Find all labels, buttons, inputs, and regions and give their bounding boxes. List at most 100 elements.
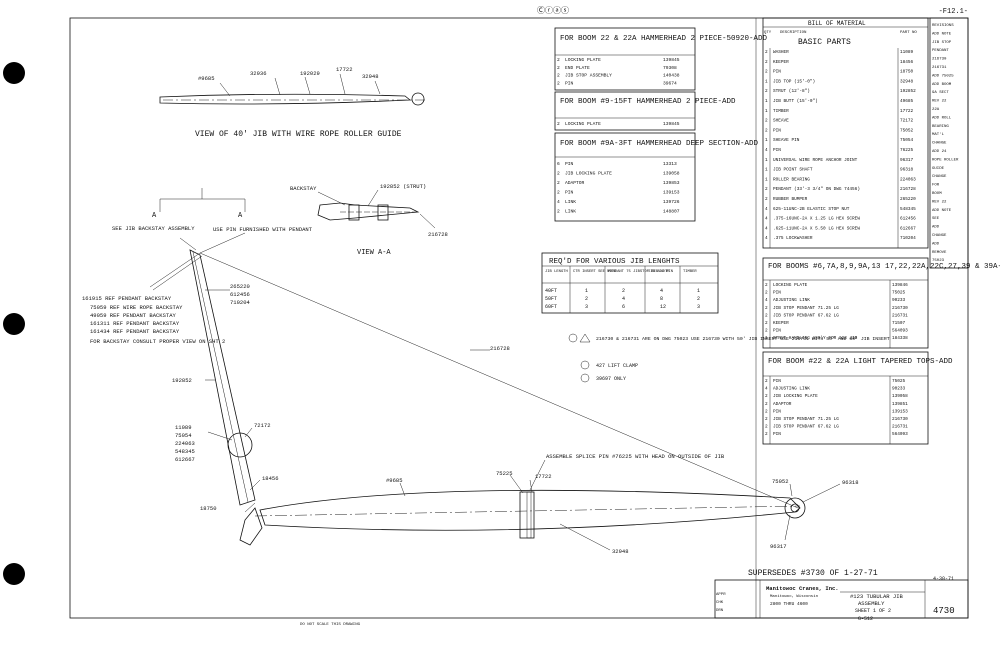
basic-row-partno: 192852 xyxy=(900,89,916,94)
drawing-line xyxy=(374,80,381,95)
drawing-label: 75054 xyxy=(175,432,192,439)
drawing-line xyxy=(219,82,231,97)
basic-row-desc: KEEPER xyxy=(773,60,789,65)
drawing-line xyxy=(207,431,233,441)
drawing-line xyxy=(239,507,263,546)
boom22-row-desc: LOCKING PLATE xyxy=(565,57,601,63)
drawing-line xyxy=(762,351,929,445)
basic-row-partno: 612667 xyxy=(900,226,916,231)
boom9a-row-qty: 4 xyxy=(557,199,560,205)
basic-row-partno: 49685 xyxy=(900,99,914,104)
drawing-label: 32948 xyxy=(362,73,379,80)
revision-line: BEARING xyxy=(932,125,949,129)
boom9a-row-qty: 6 xyxy=(557,161,560,167)
basic-row-partno: 216728 xyxy=(900,187,916,192)
drawing-line xyxy=(526,491,532,539)
revision-line: PENDANT xyxy=(932,49,949,53)
boom22-row-qty: 2 xyxy=(557,80,560,86)
boom22-row-desc: PIN xyxy=(565,80,574,86)
basic-row-qty: 1 xyxy=(765,158,768,163)
drawing-label: BILL OF MATERIAL xyxy=(808,20,866,27)
boom6-row-qty: 2 xyxy=(765,306,768,311)
basic-row-desc: 625-11UNC-2B ELASTIC STOP NUT xyxy=(773,207,850,212)
revision-line: CHANGE xyxy=(932,175,947,179)
drawing-line xyxy=(529,459,546,491)
basic-row-qty: 1 xyxy=(765,109,768,114)
boom6-row-partno: 216730 xyxy=(892,306,908,311)
drawing-label: ASSEMBLE SPLICE PIN #76225 WITH HEAD ON … xyxy=(546,453,725,460)
revision-line: MAT'L xyxy=(932,132,945,137)
boom22b-row-desc: PIN xyxy=(773,409,781,414)
revision-line: FOR xyxy=(932,184,940,188)
boom22-row-partno: 39674 xyxy=(663,80,677,86)
boom9-row-qty: 2 xyxy=(557,121,560,127)
basic-row-partno: 96318 xyxy=(900,168,914,173)
drawing-line xyxy=(762,257,929,349)
boom22-row-qty: 2 xyxy=(557,57,560,63)
drawing-line xyxy=(192,251,249,503)
drawing-line xyxy=(579,333,591,343)
boom22-row-partno: 139845 xyxy=(663,57,680,63)
drawing-label: 32948 xyxy=(612,548,629,555)
boom9a-row-qty: 2 xyxy=(557,171,560,177)
boom6-row-desc: JIB STOP PENDANT 67.62 LG xyxy=(773,313,839,318)
drawing-label: 2 xyxy=(585,296,588,302)
basic-row-partno: 612456 xyxy=(900,217,916,222)
boom6-row-desc: LOCKING PLATE xyxy=(773,283,808,288)
boom22b-row-partno: 139851 xyxy=(892,402,908,407)
drawing-label: 161915 REF PENDANT BACKSTAY xyxy=(82,295,172,302)
revision-line: REV 22 xyxy=(932,200,947,204)
drawing-label: 17722 xyxy=(336,66,353,73)
revision-line: ADD NOTE xyxy=(932,32,952,36)
drawing-label: 216730 & 216731 ARE ON DWG 75023 USE 216… xyxy=(596,336,890,342)
boom9a-row-qty: 2 xyxy=(557,209,560,215)
drawing-label: ASSEMBLY xyxy=(858,600,885,607)
basic-row-desc: SHEAVE PIN xyxy=(773,138,800,143)
boom6-row-desc: KEEPER xyxy=(773,321,789,326)
table-boom22-light: FOR BOOM #22 & 22A LIGHT TAPERED TOPS-AD… xyxy=(762,351,953,445)
boom22-row-qty: 2 xyxy=(557,73,560,79)
backstay-list: 161915 REF PENDANT BACKSTAY 75059 REF WI… xyxy=(82,295,225,345)
revision-column xyxy=(929,17,969,269)
drawing-line xyxy=(377,204,389,221)
basic-row-desc: ROLLER BEARING xyxy=(773,177,810,182)
drawing-line xyxy=(714,579,969,619)
revision-line: REVISIONS xyxy=(932,24,954,28)
boom6-row-qty: 2 xyxy=(765,329,768,334)
drawing-line xyxy=(274,77,281,96)
boom22b-row-desc: ADAPTOR xyxy=(773,402,792,407)
drawing-label: Manitowoc, Wisconsin xyxy=(770,594,819,599)
drawing-label: DESCRIPTION xyxy=(780,31,807,35)
boom9a-row-desc: LINK xyxy=(565,199,576,205)
view-aa-label: VIEW A-A xyxy=(357,249,391,257)
basic-row-qty: 4 xyxy=(765,207,768,212)
basic-row-partno: 75054 xyxy=(900,138,914,143)
drawing-line xyxy=(189,249,256,506)
boom22b-row-partno: 216730 xyxy=(892,417,908,422)
drawing-label: 265220 xyxy=(230,283,250,290)
boom6-row-qty: 4 xyxy=(765,298,768,303)
drawing-label: 161311 REF PENDANT BACKSTAY xyxy=(90,320,180,327)
boom22b-row-qty: 2 xyxy=(765,432,768,437)
revision-line: ADD xyxy=(932,242,940,246)
drawing-line xyxy=(179,237,197,251)
drawing-line xyxy=(348,204,360,221)
drawing-label: 192029 xyxy=(300,70,320,77)
drawing-label: 49059 REF PENDANT BACKSTAY xyxy=(90,312,177,319)
basic-row-partno: 75052 xyxy=(900,128,914,133)
revision-line: ADD ROLL xyxy=(932,116,952,120)
drawing-line xyxy=(762,17,929,249)
basic-row-qty: 2 xyxy=(765,187,768,192)
drawing-label: 40FT xyxy=(545,288,557,294)
drawing-line xyxy=(304,76,311,95)
jib-40ft-view: #9685 32936 192029 17722 32948 VIEW OF 4… xyxy=(159,66,425,139)
drawing-label: SUPERSEDES #3730 OF 1-27-71 xyxy=(748,569,878,578)
boom22b-row-partno: 90233 xyxy=(892,387,906,392)
revision-line: CHANGE xyxy=(932,234,947,238)
basic-row-partno: 710204 xyxy=(900,236,916,241)
boom6-row-qty: 2 xyxy=(765,313,768,318)
drawing-label: 75059 REF WIRE ROPE BACKSTAY xyxy=(90,304,183,311)
basic-row-partno: 11089 xyxy=(900,50,914,55)
jib-side-view xyxy=(149,232,841,551)
